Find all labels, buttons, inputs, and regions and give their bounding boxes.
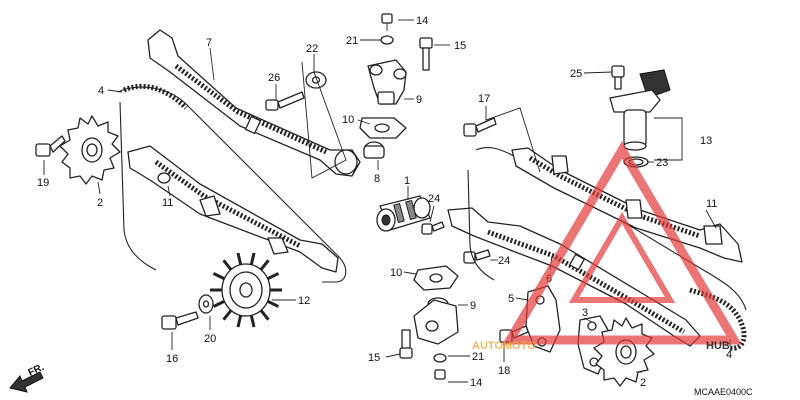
bolt-24-a	[421, 221, 445, 235]
callout-12: 12	[298, 295, 310, 307]
callout-9-bottom: 9	[470, 300, 476, 312]
callout-23: 23	[656, 157, 668, 169]
coupler-1	[376, 195, 431, 232]
callout-7: 7	[206, 37, 212, 49]
automotohub-watermark: AUTOMOTO HUB	[472, 141, 742, 352]
bolt-19	[35, 135, 66, 157]
cam-chain-left	[117, 83, 347, 283]
front-direction-marker: FR.	[9, 362, 46, 393]
watermark-brand-left: AUTOMOTO	[472, 340, 536, 352]
washer-20	[198, 294, 214, 314]
callout-4-right: 4	[726, 349, 732, 361]
callout-13: 13	[700, 135, 712, 147]
callout-24-bottom: 24	[498, 255, 510, 267]
callout-11-right: 11	[706, 198, 717, 210]
watermark-triangle-logo	[502, 141, 742, 345]
callout-10-bottom: 10	[390, 267, 402, 279]
callout-20: 20	[204, 333, 216, 345]
callout-17: 17	[478, 93, 490, 105]
callout-11-left: 11	[162, 197, 173, 209]
cam-sprocket-left	[59, 115, 121, 185]
bolt-24-b	[463, 249, 491, 264]
washer-22	[305, 71, 327, 89]
callout-14-bottom: 14	[470, 377, 482, 389]
callout-4-left: 4	[98, 85, 104, 97]
bolt-16	[161, 311, 199, 330]
callout-10-top: 10	[342, 114, 354, 126]
callout-19: 19	[37, 177, 49, 189]
leader-lines	[43, 19, 731, 383]
sensor-13	[609, 69, 671, 151]
bolt-26	[265, 91, 305, 111]
callout-8: 8	[374, 173, 380, 185]
callout-2-left: 2	[97, 197, 103, 209]
diagram-reference-code: MCAAE0400C	[694, 387, 753, 397]
callout-16: 16	[166, 353, 178, 365]
callout-24-top: 24	[428, 193, 440, 205]
callout-25: 25	[570, 68, 582, 80]
callout-numbers: 14 21 15 7 22 26 4 9 10 8 19 2 11 1 24 1…	[37, 15, 732, 389]
callout-21-top: 21	[346, 35, 358, 47]
callout-15-top: 15	[454, 40, 466, 52]
callout-14-top: 14	[416, 15, 428, 27]
callout-26: 26	[268, 72, 280, 84]
chain-guide-left	[127, 145, 339, 273]
bolt-25	[611, 65, 625, 90]
callout-9-top: 9	[416, 94, 422, 106]
tensioner-upper	[359, 13, 433, 159]
watermark-brand-right: HUB	[706, 340, 730, 352]
callout-21-bottom: 21	[472, 351, 484, 363]
callout-22: 22	[306, 43, 318, 55]
front-arrow-icon	[9, 371, 44, 393]
tensioner-lower	[399, 265, 459, 380]
callout-15-bottom: 15	[368, 352, 380, 364]
callout-2-right: 2	[640, 377, 646, 389]
callout-5: 5	[508, 293, 514, 305]
callout-18: 18	[498, 365, 510, 377]
idler-gear-12	[210, 252, 282, 328]
front-label: FR.	[27, 362, 46, 379]
callout-3: 3	[582, 307, 588, 319]
bolt-17	[463, 117, 497, 137]
callout-1: 1	[404, 175, 410, 187]
chain-guide-upper	[147, 29, 361, 177]
